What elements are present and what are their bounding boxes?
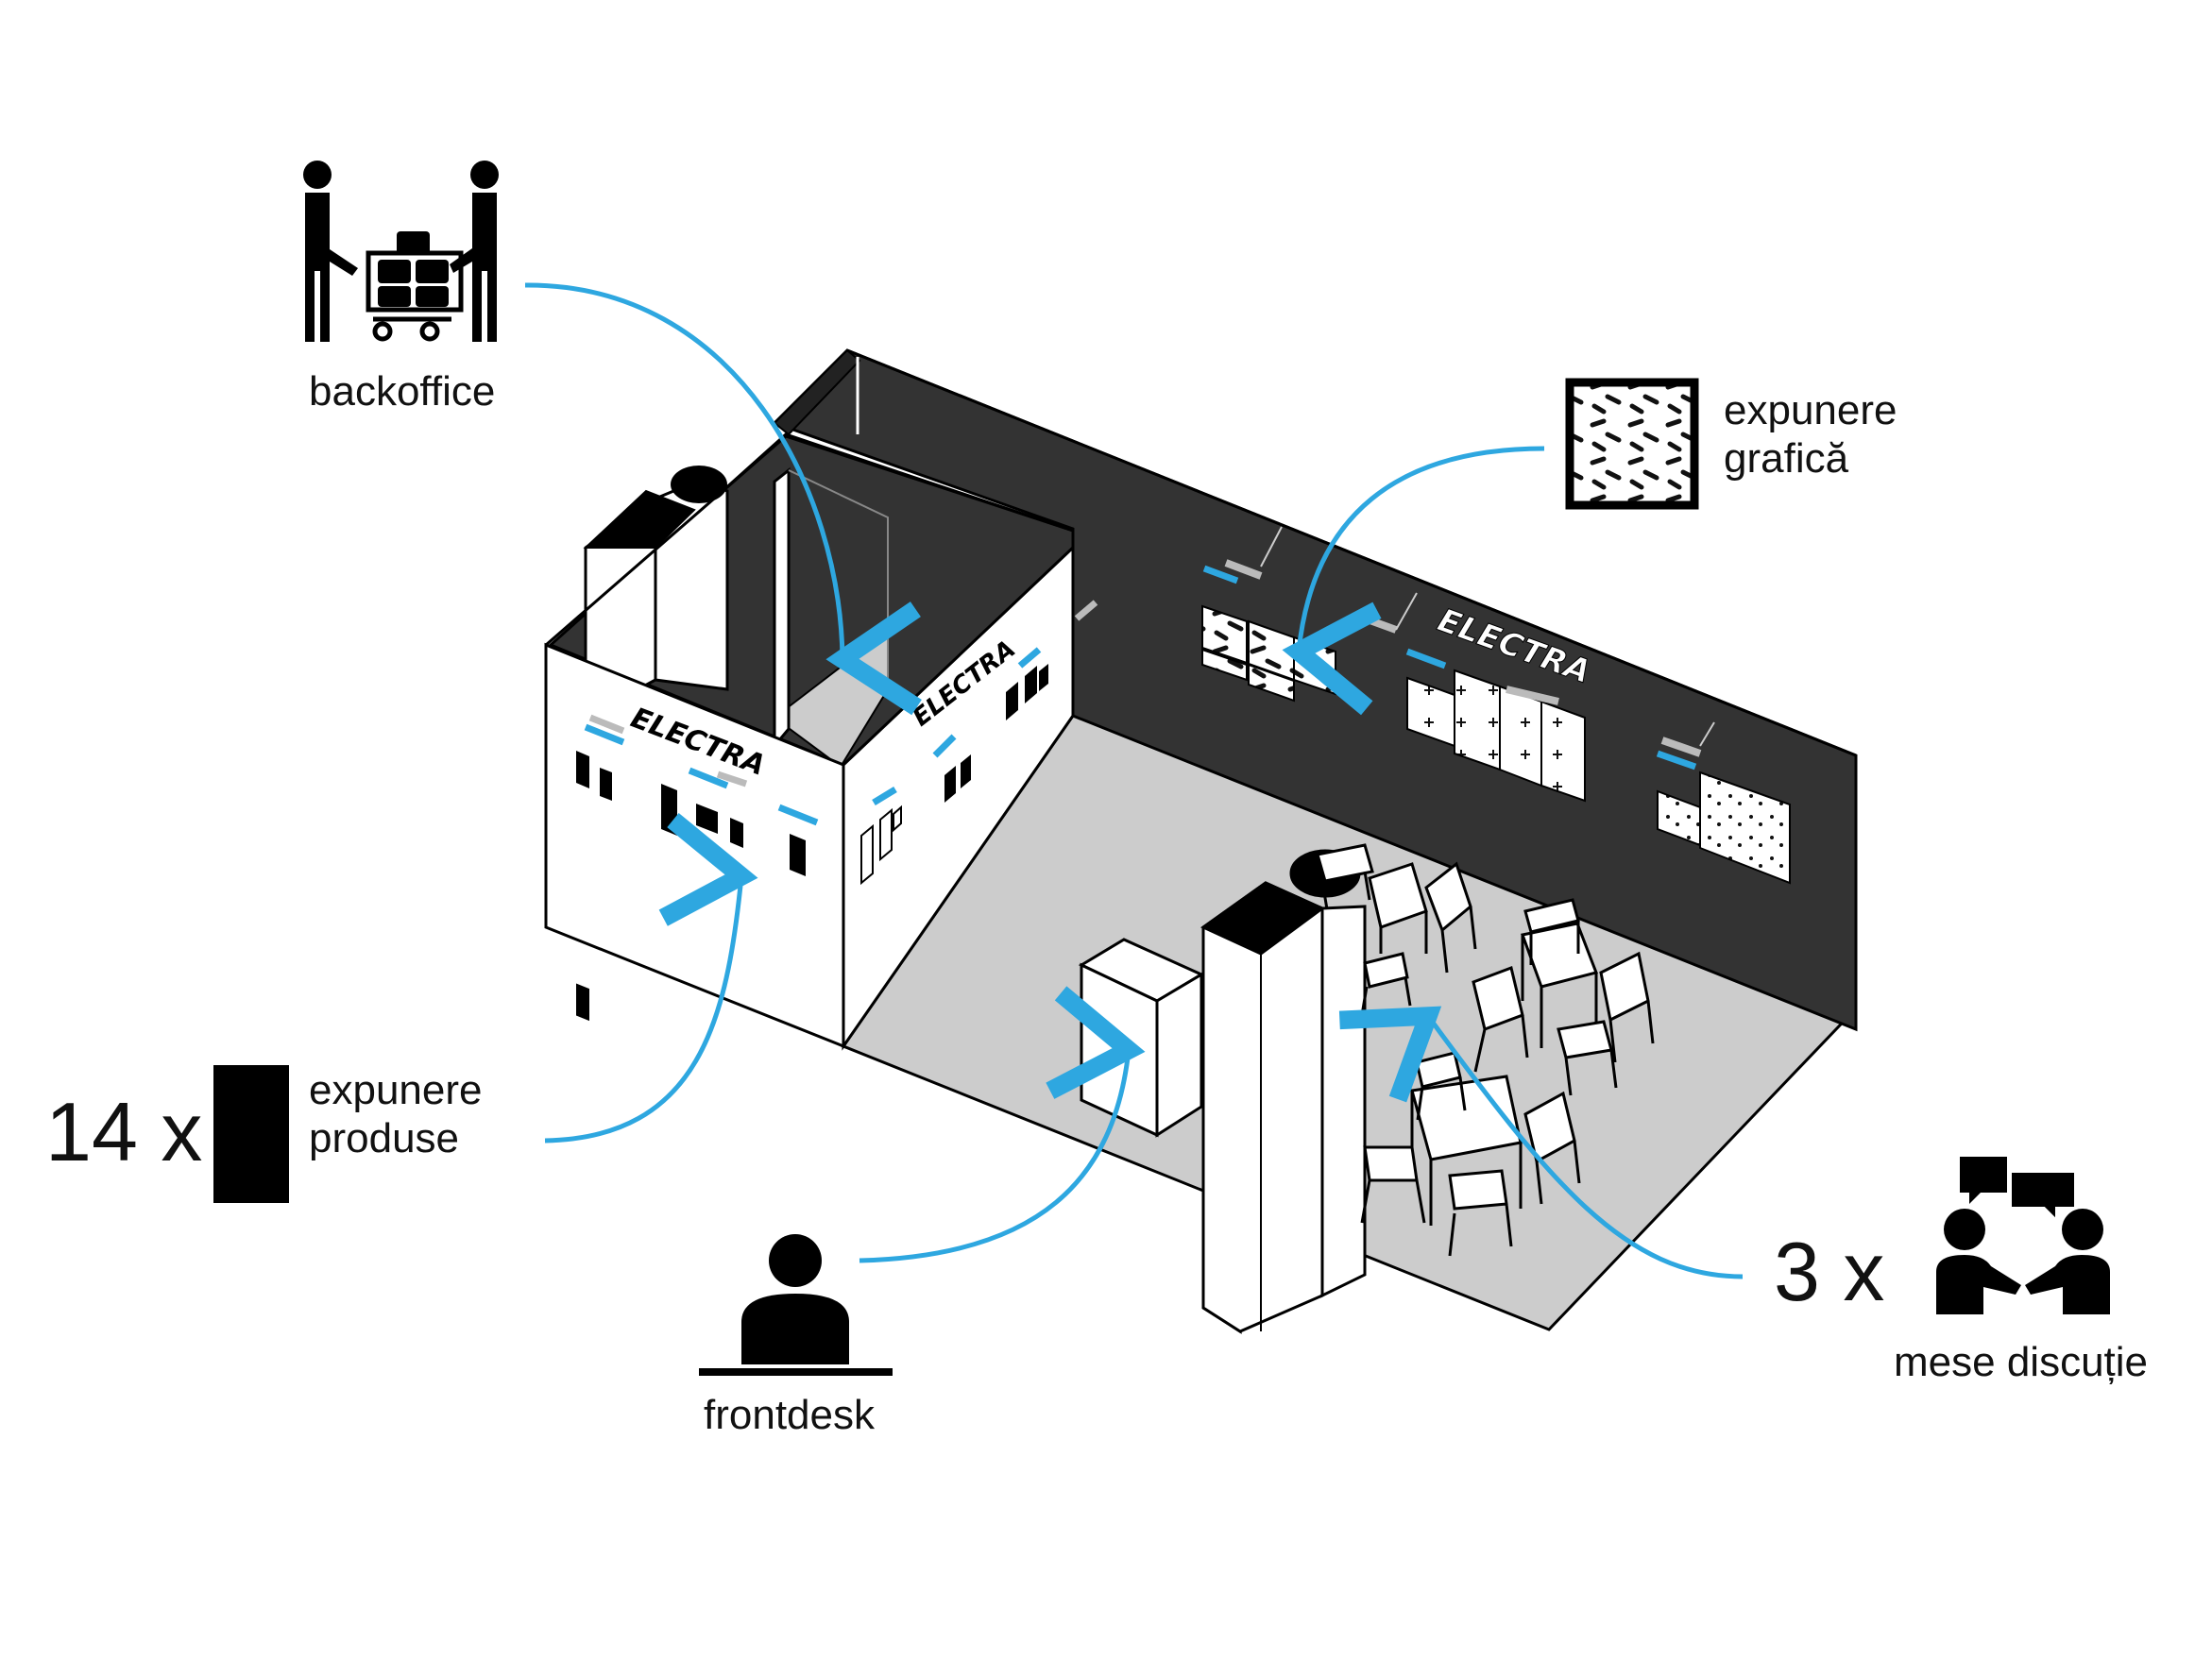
arrow-tables [1338,1006,1744,1279]
graphic-display-line1: expunere [1724,387,1897,433]
office-side-wall [842,544,1075,1051]
entrance-column [1200,849,1367,1334]
frontdesk-cabinet [1078,938,1205,1138]
office-door [773,466,791,751]
back-wall-left [773,348,861,436]
arrow-backoffice [524,282,922,716]
product-display-line1: expunere [309,1067,483,1113]
receptionist-icon [699,1234,893,1376]
discussion-tables-label: mese discuție [1894,1339,2149,1385]
product-display-label: expunere produse [309,1067,482,1162]
backoffice-label: backoffice [309,368,496,415]
product-panels-outline [860,805,902,886]
product-panel-icon [213,1065,289,1203]
graphic-display-label: expunere grafică [1724,387,1897,483]
pattern-panel-icon [1565,378,1699,510]
arrow-frontdesk [859,986,1146,1263]
frontdesk-label: frontdesk [704,1392,875,1438]
office-column [583,466,729,720]
graphic-display-line2: grafică [1724,434,1849,482]
product-display-line2: produse [309,1114,460,1161]
conversation-icon [1936,1157,2110,1314]
discussion-tables-count: 3 x [1774,1225,1885,1318]
cart-movers-icon [303,161,499,342]
wall-lights [1202,526,1715,771]
arrow-graphic [1282,446,1545,716]
arrow-products [544,813,758,1143]
product-display-count: 14 x [45,1085,203,1178]
office-lights [584,600,1098,826]
annotation-arrows [524,282,1744,1279]
